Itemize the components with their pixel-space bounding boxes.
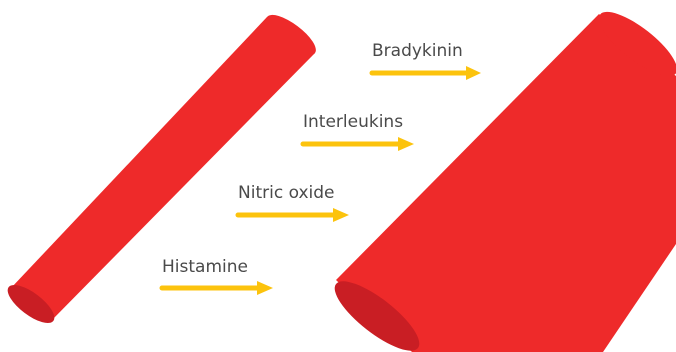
dilated-vessel-near-end <box>334 281 420 351</box>
arrow-head <box>257 281 273 295</box>
narrow-vessel-near-end <box>7 284 55 324</box>
narrow-vessel-body <box>11 17 315 320</box>
narrow-blood-vessel <box>7 14 316 324</box>
dilated-blood-vessel <box>334 11 676 352</box>
arrow-head <box>466 66 481 80</box>
arrow-head <box>333 208 349 222</box>
narrow-vessel-far-end <box>266 14 316 56</box>
arrow-head <box>398 137 414 151</box>
dilated-vessel-far-end <box>598 11 676 77</box>
dilated-vessel-body <box>336 14 676 352</box>
mediator-label: Interleukins <box>303 112 403 132</box>
mediator-nitric-oxide: Nitric oxide <box>235 183 349 222</box>
mediator-label: Histamine <box>162 257 248 277</box>
mediator-label: Bradykinin <box>372 41 463 61</box>
mediator-label: Nitric oxide <box>238 183 334 203</box>
mediator-histamine: Histamine <box>159 257 273 295</box>
mediator-bradykinin: Bradykinin <box>369 41 481 80</box>
mediator-interleukins: Interleukins <box>300 112 414 151</box>
